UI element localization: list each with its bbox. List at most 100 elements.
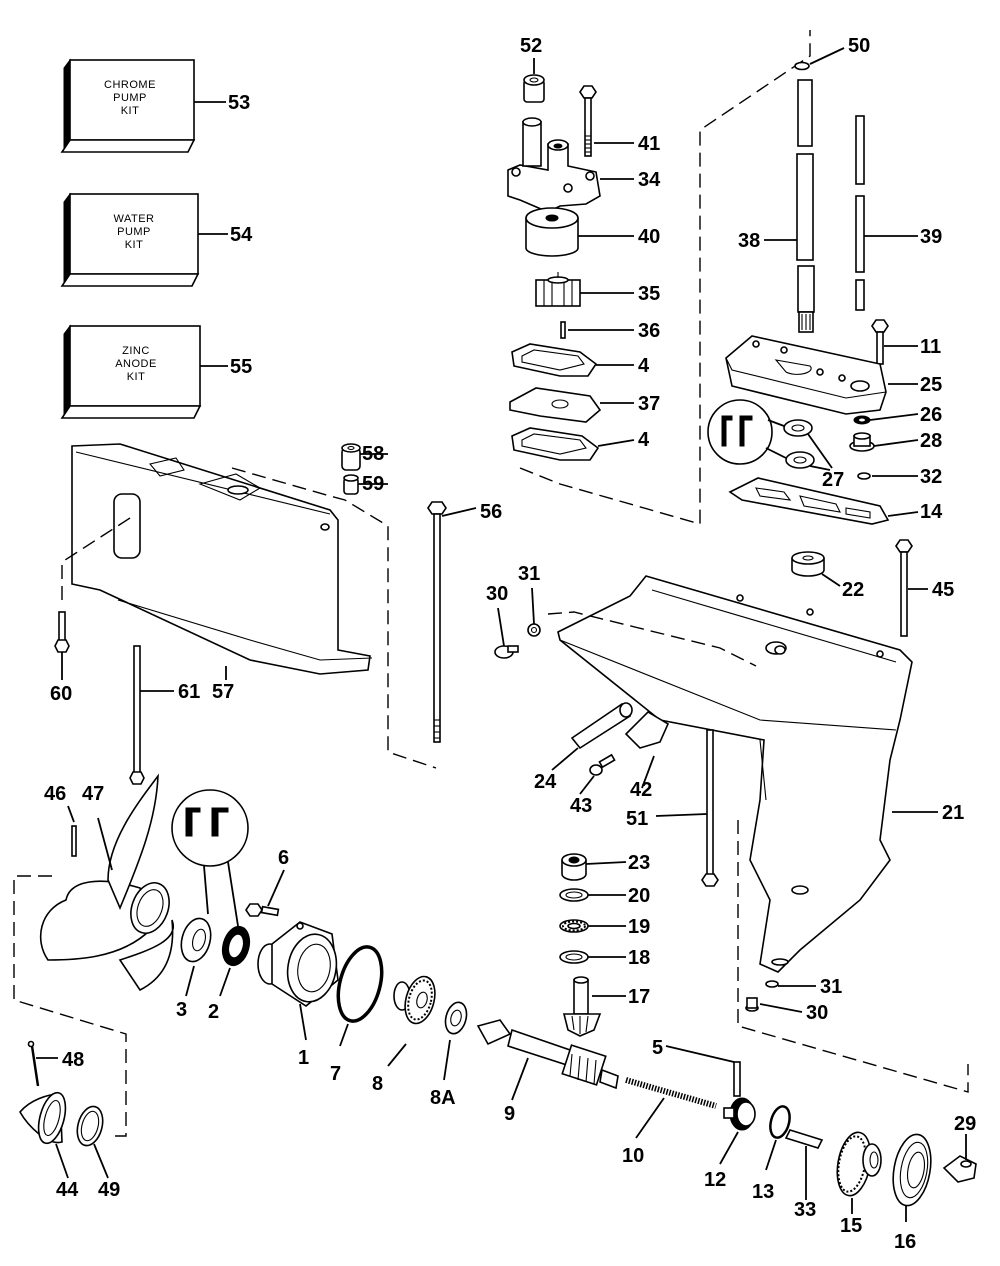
part-39-shift-rod: 39 xyxy=(855,115,942,311)
callout-43: 43 xyxy=(570,795,592,817)
callout-32: 32 xyxy=(920,466,942,488)
callout-21: 21 xyxy=(942,802,964,824)
part-7-o-ring: 7 xyxy=(330,945,384,1085)
callout-17: 17 xyxy=(628,986,650,1008)
kit-label-line: PUMP xyxy=(113,92,147,104)
assembly-guide-line xyxy=(547,611,757,667)
part-45-bolt: 45 xyxy=(895,539,954,637)
part-16-bearing: 16 xyxy=(892,1133,932,1253)
part-27-seals: 27 xyxy=(707,399,844,491)
callout-35: 35 xyxy=(638,283,660,305)
callout-2: 2 xyxy=(208,1001,219,1023)
part-5-pin: 5 xyxy=(652,1037,741,1097)
callout-33: 33 xyxy=(794,1199,816,1221)
part-42-trim-tab: 42 xyxy=(624,710,670,801)
part-8-forward-gear: 8 xyxy=(372,975,436,1095)
part-24-anode: 24 xyxy=(534,702,633,793)
part-52-grommet: 52 xyxy=(520,35,545,103)
callout-56: 56 xyxy=(480,501,502,523)
callout-45: 45 xyxy=(932,579,954,601)
kit-label-line: WATER xyxy=(114,213,155,225)
part-13-retaining-ring: 13 xyxy=(752,1105,791,1203)
assembly-guide-line xyxy=(231,467,437,769)
callout-8: 8 xyxy=(372,1073,383,1095)
callout-10: 10 xyxy=(622,1145,644,1167)
part-51-bolt: 51 xyxy=(626,729,719,887)
kit-label-line: CHROME xyxy=(104,79,156,91)
part-4-gasket-lower: 4 xyxy=(511,427,650,461)
part-26-washer: 26 xyxy=(853,404,942,426)
part-3-spacer: 3 xyxy=(176,917,212,1021)
kit-box-water-pump: WATER PUMP KIT 54 xyxy=(60,192,253,287)
callout-15: 15 xyxy=(840,1215,862,1237)
callout-59: 59 xyxy=(362,473,384,495)
assembly-guide-line xyxy=(519,30,811,525)
part-20-washer: 20 xyxy=(559,885,650,907)
part-59-grommet: 59 xyxy=(343,473,388,495)
seal-detail-inset xyxy=(171,789,249,927)
part-49-washer: 49 xyxy=(76,1105,120,1201)
part-9-propeller-shaft: 9 xyxy=(476,1019,619,1125)
callout-6: 6 xyxy=(278,847,289,869)
callout-47: 47 xyxy=(82,783,104,805)
callout-26: 26 xyxy=(920,404,942,426)
callout-54: 54 xyxy=(230,224,253,246)
callout-55: 55 xyxy=(230,356,252,378)
part-43-screw: 43 xyxy=(570,753,616,817)
part-18-washer: 18 xyxy=(559,947,650,969)
callout-50: 50 xyxy=(848,35,870,57)
callout-49: 49 xyxy=(98,1179,120,1201)
part-12-clutch-dog: 12 xyxy=(704,1097,756,1191)
callout-4-upper: 4 xyxy=(638,355,650,377)
part-4-gasket-upper: 4 xyxy=(511,343,650,377)
callout-18: 18 xyxy=(628,947,650,969)
callout-28: 28 xyxy=(920,430,942,452)
assembly-guide-line xyxy=(61,517,131,604)
assembly-guide-line xyxy=(13,875,127,1137)
callout-51: 51 xyxy=(626,808,648,830)
callout-36: 36 xyxy=(638,320,660,342)
callout-60: 60 xyxy=(50,683,72,705)
kit-box-zinc-anode: ZINC ANODE KIT 55 xyxy=(60,324,252,419)
part-38-driveshaft: 38 xyxy=(738,79,815,333)
callout-61: 61 xyxy=(178,681,200,703)
callout-9: 9 xyxy=(504,1103,515,1125)
callout-22: 22 xyxy=(842,579,864,601)
part-25-housing-plate: 25 xyxy=(725,335,942,415)
part-21-gearcase: 21 xyxy=(557,575,964,973)
part-8a-washer: 8A xyxy=(430,1001,468,1109)
callout-1: 1 xyxy=(298,1047,309,1069)
part-32-clip: 32 xyxy=(857,466,942,488)
callout-3: 3 xyxy=(176,999,187,1021)
callout-19: 19 xyxy=(628,916,650,938)
part-40-impeller-cup: 40 xyxy=(525,207,660,257)
callout-5: 5 xyxy=(652,1037,663,1059)
callout-7: 7 xyxy=(330,1063,341,1085)
callout-58: 58 xyxy=(362,443,384,465)
part-47-propeller: 47 xyxy=(39,773,175,992)
part-57-exhaust-housing: 57 xyxy=(71,443,373,703)
part-46-pin: 46 xyxy=(44,783,77,857)
callout-27: 27 xyxy=(822,469,844,491)
kit-label-line: KIT xyxy=(121,105,140,117)
part-48-cotter-pin: 48 xyxy=(27,1040,84,1087)
part-33-cradle-pin: 33 xyxy=(784,1129,824,1221)
kit-label-line: KIT xyxy=(125,239,144,251)
callout-29: 29 xyxy=(954,1113,976,1135)
part-15-reverse-gear: 15 xyxy=(836,1131,882,1237)
part-6-screw: 6 xyxy=(245,847,289,917)
callout-42: 42 xyxy=(630,779,652,801)
kit-label-line: ANODE xyxy=(115,358,157,370)
kit-box-chrome-pump: CHROME PUMP KIT 53 xyxy=(60,58,250,153)
callout-25: 25 xyxy=(920,374,942,396)
part-61-bolt: 61 xyxy=(129,645,200,785)
part-1-bearing-housing: 1 xyxy=(257,921,339,1069)
part-14-gasket: 14 xyxy=(728,477,943,525)
callout-24: 24 xyxy=(534,771,557,793)
callout-4-lower: 4 xyxy=(638,429,650,451)
callout-12: 12 xyxy=(704,1169,726,1191)
part-2-seal: 2 xyxy=(208,925,251,1023)
part-31-washer-lower: 31 xyxy=(765,976,842,998)
part-30-screw-upper: 30 xyxy=(486,583,519,659)
callout-20: 20 xyxy=(628,885,650,907)
